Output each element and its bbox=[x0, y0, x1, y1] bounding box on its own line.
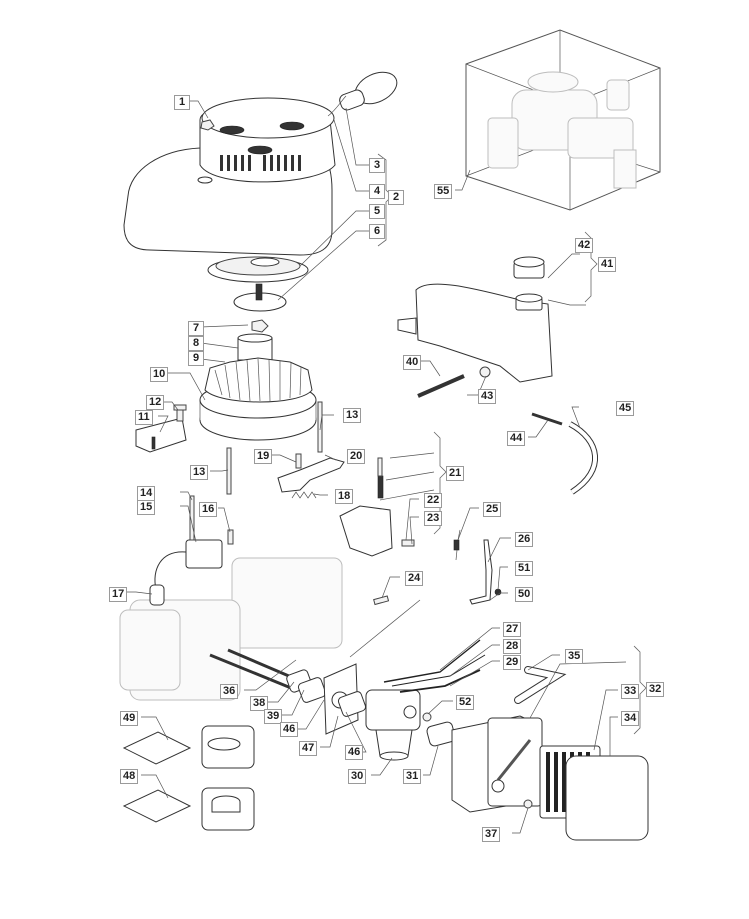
part-label-45[interactable]: 45 bbox=[616, 401, 635, 416]
fuel-hose-illustration[interactable] bbox=[568, 421, 599, 495]
screw-24-illustration[interactable] bbox=[373, 595, 390, 606]
part-label-25[interactable]: 25 bbox=[483, 502, 502, 517]
gasket-kit-bag-illustration[interactable] bbox=[122, 725, 255, 769]
part-label-46b[interactable]: 46 bbox=[345, 745, 364, 760]
part-label-6[interactable]: 6 bbox=[369, 224, 385, 239]
part-label-47[interactable]: 47 bbox=[299, 741, 318, 756]
crankcase-illustration bbox=[119, 557, 343, 701]
fuel-tank-illustration[interactable] bbox=[397, 283, 553, 383]
kit-bag-48-illustration[interactable] bbox=[122, 787, 255, 831]
leader-lines bbox=[124, 100, 627, 834]
stud-13a-illustration[interactable] bbox=[317, 401, 323, 453]
part-label-42[interactable]: 42 bbox=[575, 238, 594, 253]
part-label-43[interactable]: 43 bbox=[478, 389, 497, 404]
part-label-10[interactable]: 10 bbox=[150, 367, 169, 382]
part-label-32[interactable]: 32 bbox=[646, 682, 665, 697]
part-label-12[interactable]: 12 bbox=[146, 395, 165, 410]
nut-52-illustration[interactable] bbox=[422, 712, 432, 722]
spring-18-illustration[interactable] bbox=[291, 491, 317, 499]
part-label-46[interactable]: 46 bbox=[280, 722, 299, 737]
air-filter-housing-illustration[interactable] bbox=[451, 715, 543, 813]
part-label-39[interactable]: 39 bbox=[264, 709, 283, 724]
knob-37-illustration[interactable] bbox=[523, 799, 533, 809]
part-label-20[interactable]: 20 bbox=[347, 449, 366, 464]
part-label-51[interactable]: 51 bbox=[515, 561, 534, 576]
part-label-31[interactable]: 31 bbox=[403, 769, 422, 784]
ignition-coil-illustration[interactable] bbox=[149, 495, 234, 606]
part-label-33[interactable]: 33 bbox=[621, 684, 640, 699]
flywheel-illustration[interactable] bbox=[199, 357, 317, 441]
part-label-21[interactable]: 21 bbox=[446, 466, 465, 481]
part-label-44[interactable]: 44 bbox=[507, 431, 526, 446]
bushing-43-illustration[interactable] bbox=[479, 366, 491, 378]
part-label-30[interactable]: 30 bbox=[348, 769, 367, 784]
fuel-cap-illustration[interactable] bbox=[513, 256, 545, 279]
starter-pulley-illustration[interactable] bbox=[207, 256, 309, 283]
air-filter-cover-illustration[interactable] bbox=[565, 755, 649, 841]
part-label-26[interactable]: 26 bbox=[515, 532, 534, 547]
part-label-4[interactable]: 4 bbox=[369, 184, 385, 199]
part-label-38[interactable]: 38 bbox=[250, 696, 269, 711]
part-label-27[interactable]: 27 bbox=[503, 622, 522, 637]
part-label-49[interactable]: 49 bbox=[120, 711, 139, 726]
part-label-23[interactable]: 23 bbox=[424, 511, 443, 526]
part-label-14[interactable]: 14 bbox=[137, 486, 156, 501]
starter-cup-illustration[interactable] bbox=[233, 283, 287, 312]
part-label-28[interactable]: 28 bbox=[503, 639, 522, 654]
part-label-11[interactable]: 11 bbox=[135, 410, 153, 425]
part-label-7[interactable]: 7 bbox=[188, 321, 204, 336]
part-label-52[interactable]: 52 bbox=[456, 695, 475, 710]
governor-spring-illustration[interactable] bbox=[453, 529, 461, 561]
bolt-40-illustration[interactable] bbox=[417, 374, 465, 398]
part-label-2[interactable]: 2 bbox=[388, 190, 404, 205]
blower-housing-illustration[interactable] bbox=[123, 97, 336, 256]
part-label-9[interactable]: 9 bbox=[188, 351, 204, 366]
spacer-39-illustration[interactable] bbox=[297, 676, 327, 703]
part-label-34[interactable]: 34 bbox=[621, 711, 640, 726]
brake-lever-illustration[interactable] bbox=[277, 453, 345, 493]
part-label-13b[interactable]: 13 bbox=[190, 465, 209, 480]
part-label-35[interactable]: 35 bbox=[565, 649, 584, 664]
shield-illustration[interactable] bbox=[135, 417, 187, 453]
screw-12-illustration[interactable] bbox=[173, 404, 187, 422]
nut-1[interactable] bbox=[200, 119, 215, 131]
part-label-50[interactable]: 50 bbox=[515, 587, 534, 602]
part-label-40[interactable]: 40 bbox=[403, 355, 422, 370]
part-label-24[interactable]: 24 bbox=[405, 571, 424, 586]
governor-lever-illustration[interactable] bbox=[469, 539, 502, 605]
starter-rope-illustration bbox=[327, 95, 347, 117]
link-rods-illustration bbox=[383, 639, 486, 693]
complete-engine-illustration[interactable] bbox=[465, 29, 661, 211]
carburetor-illustration[interactable] bbox=[365, 689, 421, 761]
part-label-29[interactable]: 29 bbox=[503, 655, 522, 670]
governor-bracket-illustration[interactable] bbox=[339, 457, 415, 557]
gasket-46-illustration[interactable] bbox=[337, 690, 367, 717]
part-label-5[interactable]: 5 bbox=[369, 204, 385, 219]
part-label-1[interactable]: 1 bbox=[174, 95, 190, 110]
part-label-22[interactable]: 22 bbox=[424, 493, 443, 508]
starter-handle-illustration[interactable] bbox=[338, 66, 402, 112]
part-label-37[interactable]: 37 bbox=[482, 827, 501, 842]
starter-clutch-illustration[interactable] bbox=[237, 333, 273, 361]
flywheel-nut-illustration[interactable] bbox=[251, 319, 269, 333]
part-label-8[interactable]: 8 bbox=[188, 336, 204, 351]
breather-hose-illustration[interactable] bbox=[514, 666, 567, 704]
part-label-36[interactable]: 36 bbox=[220, 684, 239, 699]
part-label-55[interactable]: 55 bbox=[434, 184, 453, 199]
part-label-19[interactable]: 19 bbox=[254, 449, 273, 464]
part-label-18[interactable]: 18 bbox=[335, 489, 354, 504]
part-label-3[interactable]: 3 bbox=[369, 158, 385, 173]
part-label-48[interactable]: 48 bbox=[120, 769, 139, 784]
part-label-17[interactable]: 17 bbox=[109, 587, 128, 602]
part-label-41[interactable]: 41 bbox=[598, 257, 617, 272]
part-label-15[interactable]: 15 bbox=[137, 500, 156, 515]
part-label-16[interactable]: 16 bbox=[199, 502, 218, 517]
part-label-13[interactable]: 13 bbox=[343, 408, 362, 423]
pin-44-illustration[interactable] bbox=[531, 412, 563, 426]
stud-13b-illustration[interactable] bbox=[226, 447, 232, 495]
